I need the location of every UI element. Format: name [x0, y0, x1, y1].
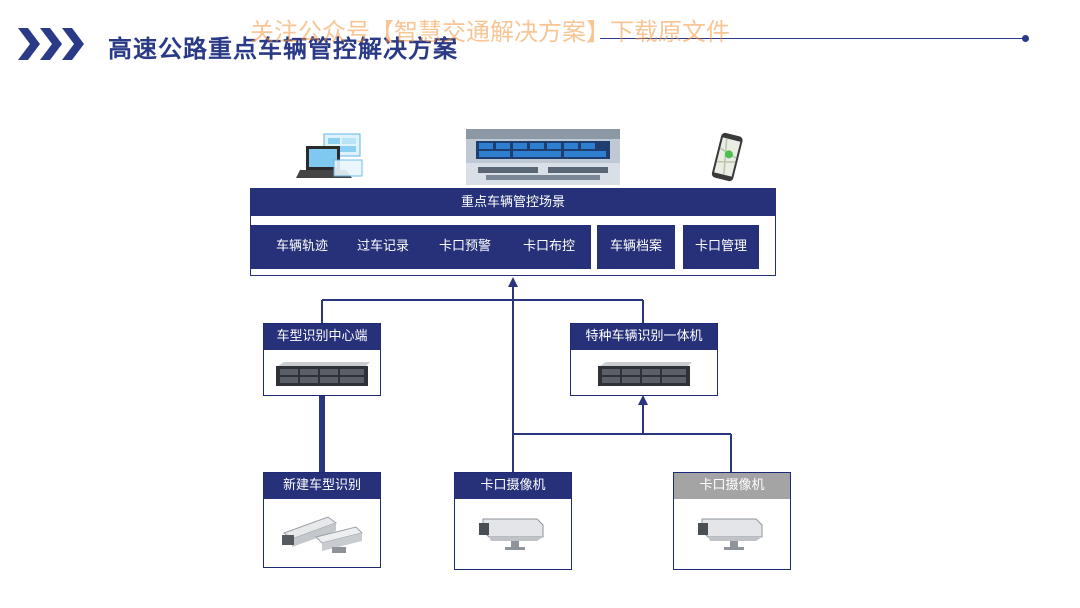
divider-dot [1022, 35, 1029, 42]
rack-server-icon [276, 362, 370, 386]
function-vehicle-trajectory[interactable]: 车辆轨迹 [275, 239, 328, 254]
new-vehicle-recognition-box: 新建车型识别 [263, 472, 381, 568]
command-center-photo [466, 129, 620, 185]
checkpoint-camera-1-box: 卡口摄像机 [454, 472, 572, 570]
checkpoint-camera-1-label: 卡口摄像机 [455, 473, 571, 499]
center-server-label: 车型识别中心端 [264, 324, 380, 350]
checkpoint-camera-2-label: 卡口摄像机 [674, 473, 790, 499]
scenario-function-strip [251, 225, 591, 269]
rack-server-icon [598, 362, 692, 386]
box-camera-icon [479, 518, 544, 550]
checkpoint-camera-2-box: 卡口摄像机 [673, 472, 791, 570]
page-title: 高速公路重点车辆管控解决方案 [108, 35, 458, 63]
new-vehicle-recognition-label: 新建车型识别 [264, 473, 380, 499]
watermark-text: 关注公众号【智慧交通解决方案】下载原文件 [250, 18, 730, 46]
function-checkpoint-management[interactable]: 卡口管理 [683, 225, 759, 269]
center-server-box: 车型识别中心端 [263, 323, 381, 396]
title-divider [600, 38, 1025, 39]
recognition-cameras-icon [282, 516, 363, 553]
scenario-panel-title: 重点车辆管控场景 [251, 189, 775, 216]
laptop-dashboard-icon [296, 133, 363, 178]
function-vehicle-archive[interactable]: 车辆档案 [597, 225, 675, 269]
function-passing-records[interactable]: 过车记录 [356, 239, 409, 254]
function-checkpoint-control[interactable]: 卡口布控 [522, 239, 575, 254]
box-camera-icon [698, 518, 763, 550]
special-vehicle-unit-box: 特种车辆识别一体机 [570, 323, 718, 396]
function-checkpoint-alert[interactable]: 卡口预警 [438, 239, 491, 254]
special-vehicle-unit-label: 特种车辆识别一体机 [571, 324, 717, 350]
chevron-decoration-icon [18, 28, 84, 60]
scenario-panel: 重点车辆管控场景 车辆轨迹 过车记录 卡口预警 卡口布控 车辆档案 卡口管理 [250, 188, 776, 276]
smartphone-map-icon [711, 132, 743, 182]
